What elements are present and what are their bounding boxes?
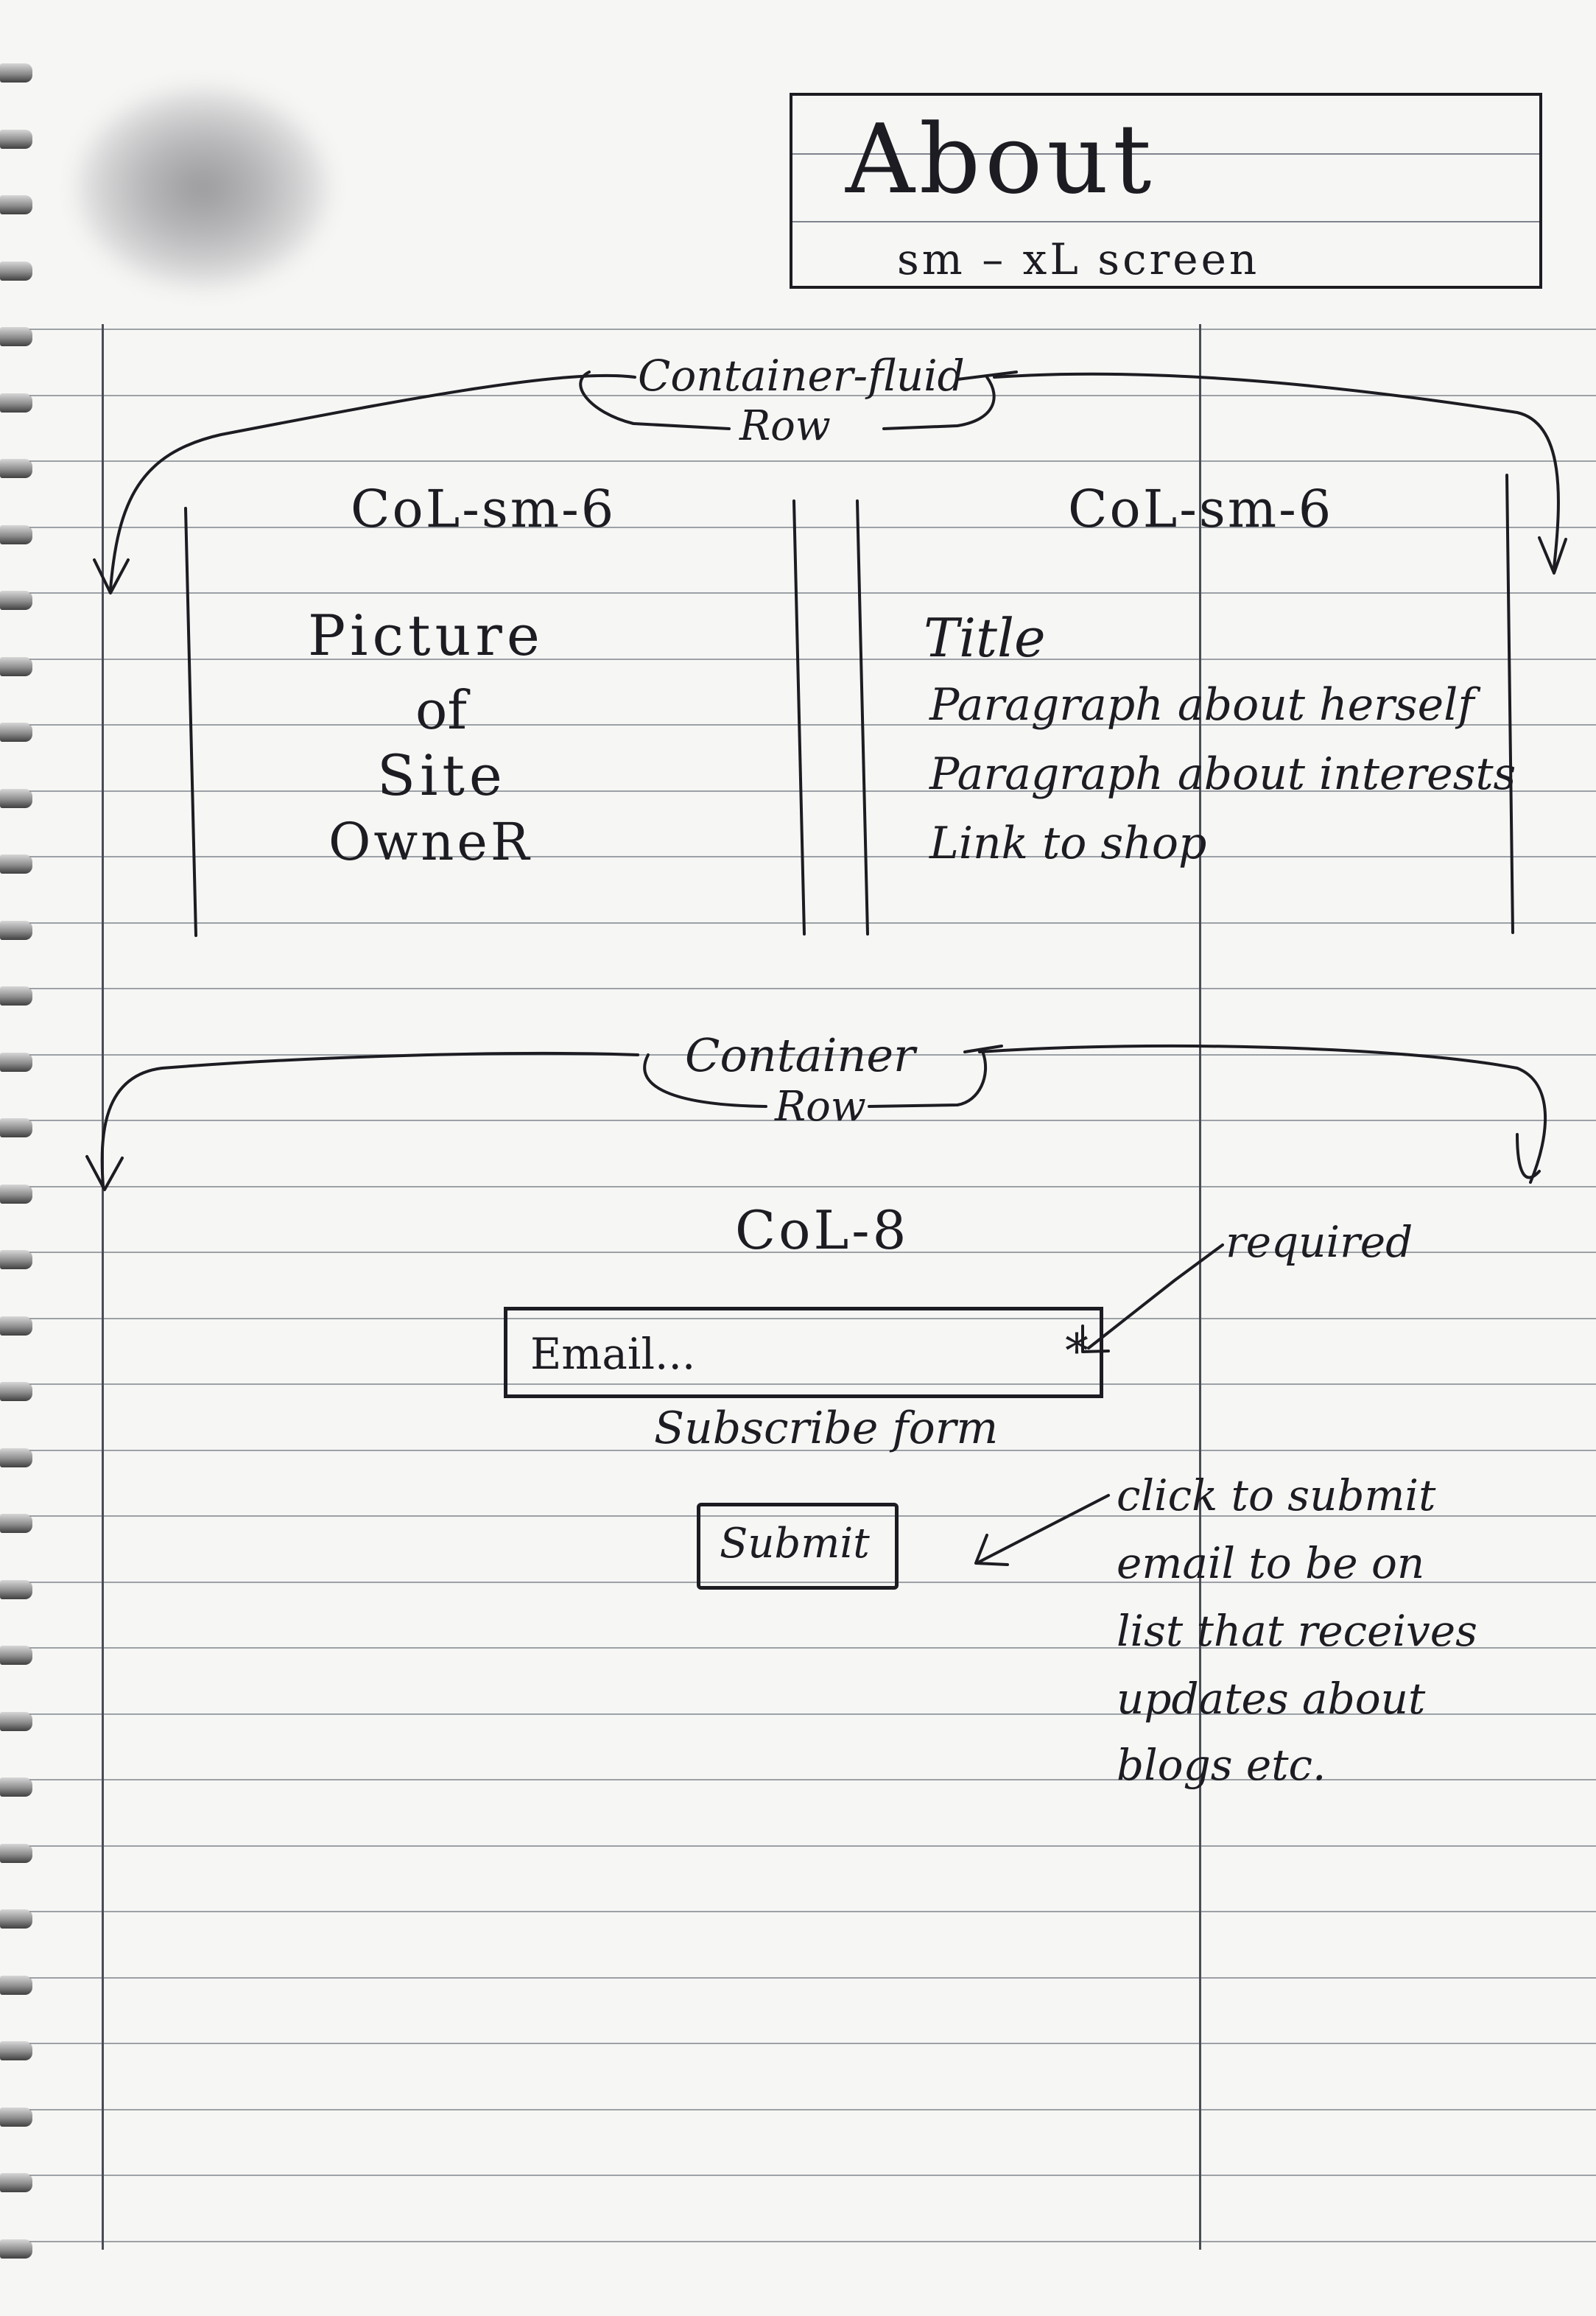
paragraph-herself-text: Paragraph about herself: [929, 679, 1474, 731]
spiral-ring: [0, 1778, 32, 1797]
ruled-line: [29, 1186, 1596, 1187]
spiral-ring: [0, 921, 32, 940]
spiral-ring: [0, 789, 32, 808]
ruled-line: [29, 659, 1596, 660]
spiral-ring: [0, 130, 32, 149]
spiral-ring: [0, 327, 32, 346]
ruled-line: [29, 1647, 1596, 1649]
ruled-line: [29, 1582, 1596, 1583]
link-to-shop-text: Link to shop: [929, 818, 1207, 869]
spiral-ring: [0, 1712, 32, 1731]
col-8-label: CoL-8: [735, 1199, 910, 1261]
ruled-line: [29, 1845, 1596, 1847]
spiral-ring: [0, 1316, 32, 1336]
page-title: About: [846, 103, 1156, 215]
blurred-logo: [77, 88, 328, 287]
spiral-ring: [0, 63, 32, 83]
ruled-line: [29, 1779, 1596, 1780]
spiral-ring: [0, 1118, 32, 1137]
spiral-ring: [0, 1909, 32, 1929]
submit-note-line-5: blogs etc.: [1117, 1740, 1326, 1790]
right-margin-line: [1199, 324, 1201, 2250]
ruled-line: [29, 460, 1596, 462]
submit-note-line-2: email to be on: [1117, 1538, 1425, 1588]
ruled-line: [29, 395, 1596, 396]
spiral-ring: [0, 195, 32, 214]
spiral-ring: [0, 986, 32, 1006]
owner-text: OwneR: [328, 812, 532, 872]
row-label-2: Row: [775, 1083, 866, 1131]
spiral-ring: [0, 393, 32, 413]
ruled-line: [29, 1120, 1596, 1121]
ruled-line: [29, 2043, 1596, 2044]
ruled-line: [29, 922, 1596, 924]
submit-note-line-4: updates about: [1117, 1674, 1426, 1724]
title-text: Title: [924, 607, 1046, 669]
left-margin-line: [102, 324, 104, 2250]
ruled-line: [29, 527, 1596, 528]
spiral-ring: [0, 1844, 32, 1863]
spiral-ring: [0, 1448, 32, 1467]
ruled-line: [29, 856, 1596, 857]
ruled-line: [29, 724, 1596, 726]
submit-button-label: Submit: [720, 1520, 870, 1568]
site-text: Site: [377, 743, 507, 808]
ruled-line: [29, 1515, 1596, 1517]
spiral-ring: [0, 2108, 32, 2127]
spiral-ring: [0, 657, 32, 676]
paragraph-interests-text: Paragraph about interests: [929, 748, 1516, 800]
email-placeholder: Email...: [530, 1329, 696, 1379]
container-label: Container: [685, 1028, 915, 1082]
ruled-line: [29, 1054, 1596, 1056]
ruled-line: [29, 1318, 1596, 1319]
ruled-line: [29, 1383, 1596, 1385]
spiral-ring: [0, 1514, 32, 1533]
ruled-line: [29, 2109, 1596, 2110]
required-note: required: [1226, 1217, 1413, 1267]
ruled-line: [29, 1911, 1596, 1912]
spiral-ring: [0, 1053, 32, 1072]
spiral-ring: [0, 1185, 32, 1204]
spiral-ring: [0, 2041, 32, 2060]
spiral-ring: [0, 2173, 32, 2192]
spiral-ring: [0, 855, 32, 874]
ruled-line: [29, 2241, 1596, 2242]
spiral-ring: [0, 525, 32, 544]
ruled-line: [29, 1977, 1596, 1979]
col-sm-6-left-label: CoL-sm-6: [351, 479, 616, 539]
subscribe-form-caption: Subscribe form: [654, 1403, 999, 1454]
submit-button[interactable]: Submit: [697, 1503, 899, 1590]
spiral-ring: [0, 1580, 32, 1599]
spiral-ring: [0, 1250, 32, 1269]
ruled-line: [29, 790, 1596, 792]
spiral-ring: [0, 1976, 32, 1995]
spiral-ring: [0, 262, 32, 281]
submit-note-line-3: list that receives: [1117, 1606, 1477, 1656]
picture-text: Picture: [308, 603, 544, 668]
screen-size-subtitle: sm – xL screen: [897, 234, 1260, 284]
ruled-line: [29, 329, 1596, 330]
col-sm-6-right-label: CoL-sm-6: [1068, 479, 1334, 539]
ruled-line: [29, 1713, 1596, 1715]
spiral-ring: [0, 723, 32, 742]
ruled-line: [29, 1450, 1596, 1451]
ruled-line: [29, 2175, 1596, 2176]
spiral-ring: [0, 459, 32, 478]
ruled-line: [29, 988, 1596, 989]
ruled-line: [29, 592, 1596, 594]
spiral-ring: [0, 2239, 32, 2259]
title-box: [790, 93, 1542, 289]
spiral-ring: [0, 1646, 32, 1665]
container-fluid-label: Container-fluid: [638, 351, 965, 401]
spiral-ring: [0, 1382, 32, 1401]
spiral-ring: [0, 591, 32, 610]
of-text: of: [415, 679, 467, 741]
row-label-1: Row: [739, 402, 831, 450]
ruled-line: [29, 1252, 1596, 1253]
submit-note-line-1: click to submit: [1117, 1470, 1436, 1520]
